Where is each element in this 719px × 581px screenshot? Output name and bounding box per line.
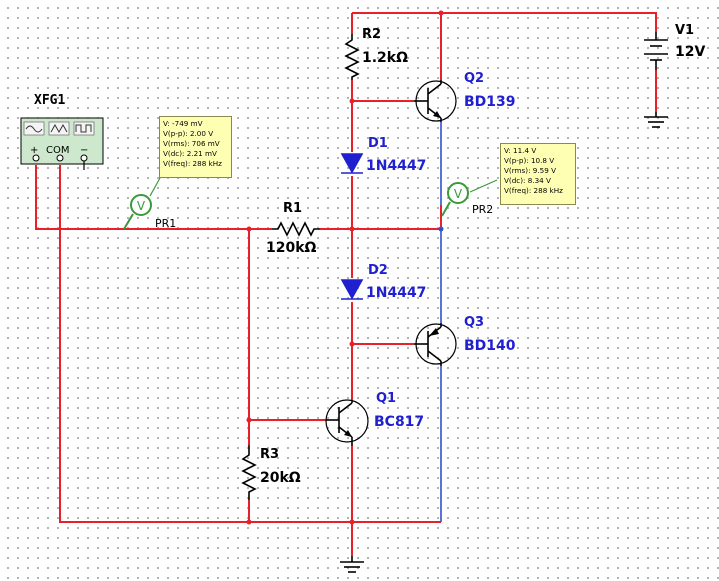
transistor-q2[interactable]	[414, 80, 457, 122]
resistor-r1[interactable]	[272, 221, 320, 237]
junction-gnd-left	[246, 519, 252, 525]
junction-q3-base	[349, 341, 355, 347]
triangle-wave-icon	[50, 123, 68, 134]
ground-icon	[340, 556, 364, 573]
pr1-reading: V(freq): 288 kHz	[163, 159, 222, 168]
q1-value: BC817	[374, 414, 424, 430]
junction-r1-in	[246, 226, 252, 232]
sine-wave-icon	[25, 125, 43, 133]
pr2-reading: V(freq): 288 kHz	[504, 186, 563, 195]
xfg1-com-label: COM	[46, 145, 69, 156]
r3-ref: R3	[260, 447, 279, 462]
q1-ref: Q1	[376, 391, 396, 406]
wire-ground-return[interactable]	[59, 165, 441, 523]
d1-ref: D1	[368, 136, 388, 151]
wire-q1-base[interactable]	[248, 229, 326, 421]
pr2-reading: V(rms): 9.59 V	[504, 166, 557, 175]
pr1-leader	[149, 177, 161, 197]
pr1-label: PR1	[155, 217, 176, 230]
junction-output	[349, 226, 355, 232]
junction-r3	[246, 417, 252, 423]
xfg1-plus-label: +	[30, 145, 38, 156]
r2-value: 1.2kΩ	[362, 50, 408, 66]
pr2-label: PR2	[472, 203, 493, 216]
pr2-symbol: V	[454, 187, 463, 201]
junction-gnd	[349, 519, 355, 525]
junction-top	[438, 10, 444, 16]
v1-value: 12V	[675, 44, 705, 60]
pr2-reading: V: 11.4 V	[504, 146, 537, 155]
square-wave-icon	[75, 124, 92, 133]
transistor-q1[interactable]	[325, 399, 369, 446]
q2-value: BD139	[464, 94, 516, 110]
pr1-reading: V: -749 mV	[163, 119, 203, 128]
q2-ref: Q2	[464, 71, 484, 86]
xfg1-minus-label: −	[80, 145, 88, 156]
pr2-readings: V: 11.4 V V(p-p): 10.8 V V(rms): 9.59 V …	[500, 143, 576, 205]
r2-ref: R2	[362, 27, 381, 42]
xfg1-ref: XFG1	[34, 93, 65, 108]
q3-ref: Q3	[464, 315, 484, 330]
d2-ref: D2	[368, 263, 388, 278]
pr1-reading: V(p-p): 2.00 V	[163, 129, 214, 138]
pr1-reading: V(dc): 2.21 mV	[163, 149, 217, 158]
r3-value: 20kΩ	[260, 470, 301, 486]
junction-q2-base	[349, 98, 355, 104]
r1-value: 120kΩ	[266, 240, 317, 256]
battery-v1[interactable]	[644, 32, 668, 70]
d1-value: 1N4447	[366, 158, 426, 174]
probe-pr2[interactable]: V	[441, 182, 469, 217]
diode-d1[interactable]	[340, 153, 364, 174]
junction-emitter	[438, 226, 444, 232]
diode-d2[interactable]	[340, 279, 364, 300]
function-generator-xfg1[interactable]	[20, 117, 104, 170]
pr1-reading: V(rms): 706 mV	[163, 139, 220, 148]
pr1-readings: V: -749 mV V(p-p): 2.00 V V(rms): 706 mV…	[159, 116, 232, 178]
pr2-reading: V(dc): 8.34 V	[504, 176, 551, 185]
wire-top-rail[interactable]	[352, 12, 657, 32]
r1-ref: R1	[283, 201, 302, 216]
ground-icon	[644, 112, 668, 128]
d2-value: 1N4447	[366, 285, 426, 301]
pr1-symbol: V	[137, 199, 146, 213]
probe-pr1[interactable]: V	[123, 194, 152, 230]
wire-input[interactable]	[35, 165, 272, 230]
pr2-reading: V(p-p): 10.8 V	[504, 156, 555, 165]
pr2-leader	[469, 179, 498, 193]
transistor-q3[interactable]	[414, 323, 457, 366]
junctions	[246, 10, 444, 525]
resistor-r3[interactable]	[241, 445, 257, 500]
q3-value: BD140	[464, 338, 516, 354]
v1-ref: V1	[675, 23, 694, 38]
resistor-r2[interactable]	[344, 34, 360, 80]
